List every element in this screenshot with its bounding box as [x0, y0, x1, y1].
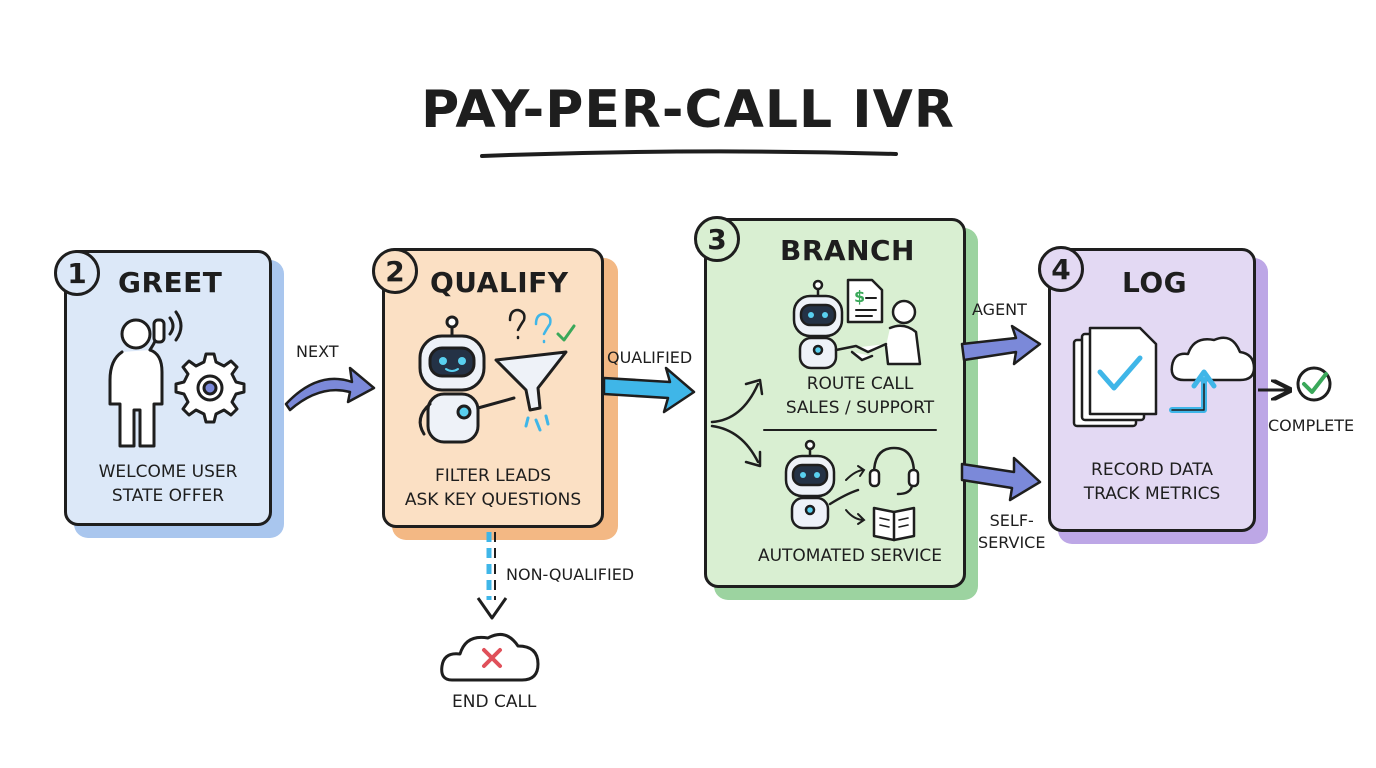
diagram-title: PAY-PER-CALL IVR [421, 80, 955, 140]
documents-check-icon [1072, 326, 1158, 428]
cloud-x-icon [440, 632, 540, 682]
svg-text:$: $ [854, 287, 865, 306]
agent-arrow [960, 324, 1042, 366]
agent-label: AGENT [972, 300, 1027, 319]
non-qualified-arrow [476, 532, 508, 620]
qualified-label: QUALIFIED [607, 348, 693, 367]
headset-icon [868, 446, 920, 496]
agent-robot-icon [792, 279, 844, 370]
check-circle-icon [1296, 366, 1332, 402]
cloud-upload-icon [1169, 336, 1256, 413]
qualify-heading: QUALIFY [430, 266, 569, 299]
split-arrow-icon [710, 378, 764, 468]
next-arrow [284, 366, 376, 412]
next-label: NEXT [296, 342, 339, 361]
funnel-icon [494, 350, 568, 432]
qualify-caption-line-2: ASK KEY QUESTIONS [404, 490, 582, 510]
self-service-robot-icon [784, 439, 860, 530]
book-icon [872, 506, 916, 542]
robot-icon [418, 315, 516, 444]
log-caption: RECORD DATA TRACK METRICS [1048, 458, 1256, 506]
invoice-icon: $ [846, 278, 884, 324]
greet-caption-line-2: STATE OFFER [111, 486, 225, 506]
greet-heading: GREET [118, 266, 223, 299]
branch-agent-line-2: SALES / SUPPORT [785, 398, 935, 418]
log-heading: LOG [1122, 266, 1188, 299]
branch-heading: BRANCH [780, 234, 915, 267]
qualify-caption: FILTER LEADS ASK KEY QUESTIONS [382, 464, 604, 512]
greet-caption: WELCOME USER STATE OFFER [64, 460, 272, 508]
branch-self-service-line-1: AUTOMATED SERVICE [757, 546, 943, 566]
log-caption-line-1: RECORD DATA [1091, 460, 1213, 480]
non-qualified-label: NON-QUALIFIED [506, 565, 635, 584]
gear-icon [174, 352, 246, 424]
branch-agent-line-1: ROUTE CALL [806, 374, 914, 394]
complete-label: COMPLETE [1268, 416, 1355, 435]
self-service-label-line-2: SERVICE [978, 533, 1046, 552]
greet-caption-line-1: WELCOME USER [98, 462, 238, 482]
step-2-badge: 2 [372, 248, 418, 294]
branch-agent-caption: ROUTE CALL SALES / SUPPORT [760, 372, 960, 420]
qualified-arrow [602, 366, 696, 414]
step-3-badge: 3 [694, 216, 740, 262]
title-underline [480, 149, 898, 158]
log-caption-line-2: TRACK METRICS [1083, 484, 1221, 504]
end-call-label: END CALL [452, 692, 537, 712]
qualify-card [382, 248, 604, 528]
question-marks-icon [508, 308, 576, 344]
self-service-arrow [960, 456, 1042, 502]
branch-self-service-caption: AUTOMATED SERVICE [740, 544, 960, 568]
step-4-badge: 4 [1038, 246, 1084, 292]
self-service-label-line-1: SELF- [989, 511, 1034, 530]
phone-user-icon [108, 310, 183, 448]
handshake-icon [834, 299, 922, 366]
connector-small-arrows [845, 465, 866, 525]
qualify-caption-line-1: FILTER LEADS [435, 466, 551, 486]
self-service-label: SELF- SERVICE [978, 510, 1045, 554]
step-1-badge: 1 [54, 250, 100, 296]
